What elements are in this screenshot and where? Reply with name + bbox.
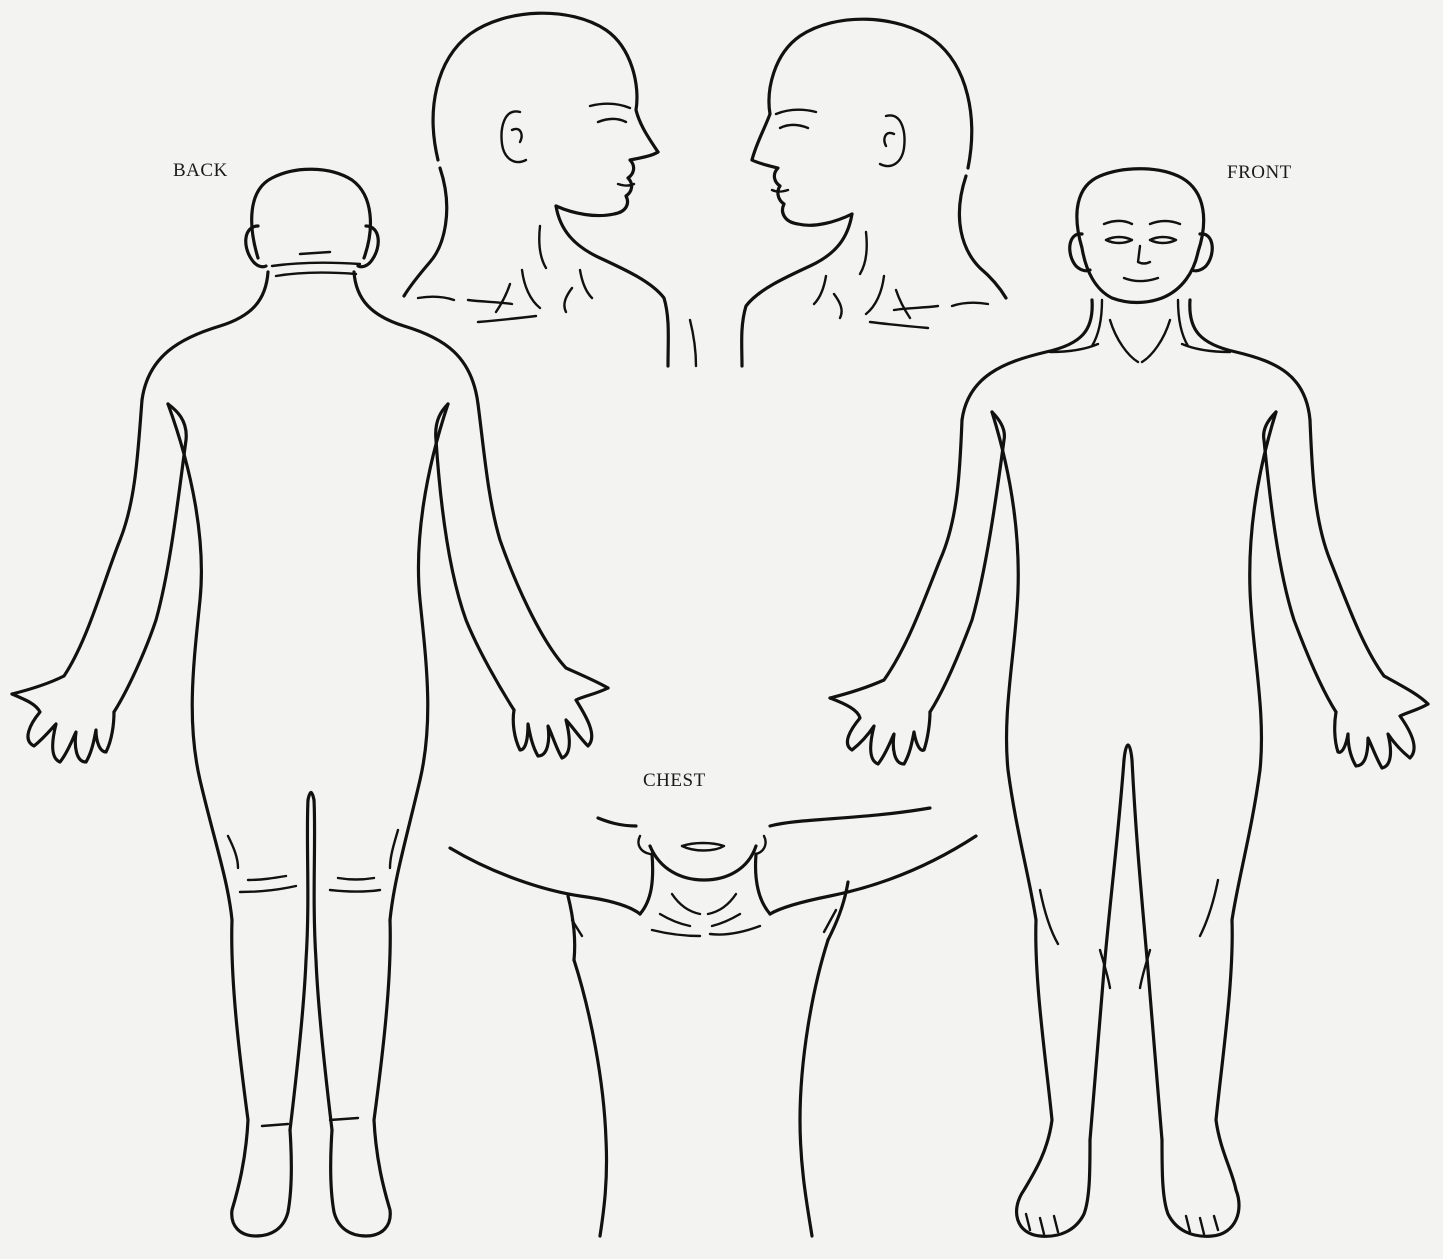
front-left-shoulder [962, 300, 1092, 420]
back-left-leg-inner [290, 800, 308, 1130]
chest-neck-left [640, 854, 653, 914]
front-left-leg-inner [1090, 760, 1124, 1140]
chest-jaw-left [638, 836, 650, 854]
chest-right-arm-top [828, 882, 848, 940]
back-right-shoulder [354, 272, 478, 404]
back-label: BACK [173, 160, 228, 182]
front-nose [1138, 246, 1150, 264]
profile-left-clavicle-2 [870, 322, 928, 328]
chest-left-arm [450, 848, 640, 914]
front-left-arm-inner [930, 412, 1004, 712]
chest-top-line-left [598, 818, 636, 826]
front-left-leg-outer [1017, 920, 1090, 1236]
profile-right-face [556, 152, 658, 216]
profile-right-clavicle-2 [478, 316, 536, 322]
back-neck-mark [300, 252, 330, 254]
profile-left-neck-marks [814, 232, 910, 318]
back-left-leg-outer [232, 920, 292, 1236]
front-right-leg-inner [1132, 760, 1162, 1140]
chest-torso-left [574, 960, 607, 1236]
back-neck-line-1 [272, 263, 360, 266]
profile-right-neck-front [556, 206, 668, 366]
back-right-arm-inner [436, 404, 514, 710]
profile-head-left-facing [742, 19, 1006, 366]
chest-label: CHEST [643, 770, 706, 792]
back-right-leg-inner [314, 800, 332, 1130]
front-label: FRONT [1227, 162, 1292, 184]
profile-right-clavicle-1 [418, 297, 512, 304]
back-right-arm-outer [478, 404, 608, 688]
back-crease-left [228, 836, 238, 868]
back-left-arm-inner [114, 404, 186, 712]
front-figure [830, 169, 1428, 1237]
front-toes-left [1026, 1214, 1058, 1234]
back-heel-right [330, 1118, 358, 1120]
chest-jaw-right [756, 836, 766, 854]
profile-right-eye [598, 119, 626, 122]
back-right-leg-outer [331, 920, 391, 1236]
chest-left-arm-top [568, 896, 575, 960]
profile-right-ear [502, 111, 526, 162]
chest-neck-right [756, 854, 770, 914]
profile-left-skull [752, 19, 972, 168]
back-right-hand [513, 688, 608, 758]
front-right-arm-inner [1264, 412, 1336, 712]
chest-right-arm [770, 836, 976, 914]
profile-right-eyebrow [590, 104, 630, 108]
back-crotch [308, 793, 314, 801]
chest-top-line-right [770, 808, 930, 826]
profile-left-clavicle-1 [894, 303, 988, 310]
front-left-hand [830, 698, 930, 764]
front-eye-right [1150, 237, 1176, 243]
back-head [252, 169, 371, 258]
back-left-shoulder [142, 272, 268, 400]
front-crotch [1124, 745, 1132, 760]
front-knee-right [1140, 880, 1218, 988]
front-neck-marks [1050, 300, 1230, 362]
profile-left-eyebrow [776, 110, 816, 114]
profile-right-skull [433, 13, 658, 160]
front-eyebrow-right [1150, 221, 1180, 224]
profile-left-neck-back [959, 176, 1006, 298]
front-right-arm-outer [1310, 420, 1428, 704]
front-mouth [1124, 278, 1158, 281]
profile-left-ear [880, 115, 904, 166]
back-knee-left [240, 876, 296, 892]
profile-right-neck-back [404, 168, 447, 296]
front-left-arm-outer [830, 420, 962, 698]
profile-left-eye [780, 125, 808, 128]
back-knee-right [330, 878, 380, 892]
chest-figure [450, 808, 976, 1236]
profile-left-neck-front [742, 214, 852, 366]
profile-head-right-facing [404, 13, 696, 366]
front-eyebrow-left [1104, 221, 1132, 224]
profile-right-shoulder-mark [690, 320, 696, 366]
front-head [1077, 169, 1204, 303]
back-neck-line-2 [276, 273, 356, 276]
back-torso-left [168, 404, 232, 920]
profile-left-mouth [772, 190, 788, 192]
profile-right-mouth [618, 184, 634, 186]
back-figure [12, 169, 608, 1236]
profile-left-face [752, 160, 852, 225]
back-heel-left [262, 1124, 288, 1126]
back-left-hand [12, 694, 114, 762]
profile-right-neck-marks [496, 226, 592, 312]
chest-mouth [682, 843, 724, 851]
front-right-hand [1335, 704, 1428, 768]
front-right-leg-outer [1162, 920, 1239, 1236]
front-knee-left [1040, 890, 1110, 988]
chest-torso-right [800, 940, 828, 1236]
front-right-shoulder [1190, 300, 1310, 420]
back-left-arm-outer [12, 400, 142, 694]
front-toes-right [1186, 1216, 1218, 1234]
front-eye-left [1106, 237, 1132, 243]
back-crease-right [390, 830, 398, 868]
chest-neck-marks [652, 894, 760, 936]
